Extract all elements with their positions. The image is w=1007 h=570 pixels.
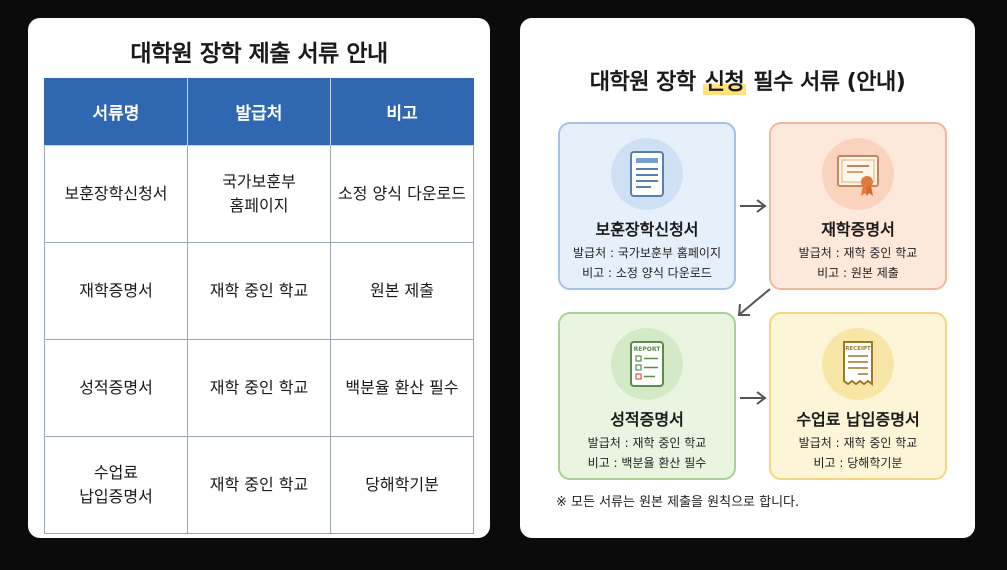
cell-document-name: 재학증명서 [44, 241, 188, 340]
card-remarks: 비고 : 원본 제출 [817, 266, 899, 280]
card-name: 수업료 납입증명서 [796, 410, 920, 429]
arrow-down-left-icon [737, 288, 771, 316]
footnote: ※ 모든 서류는 원본 제출을 원칙으로 합니다. [556, 495, 800, 510]
card-application-form: 보훈장학신청서 발급처 : 국가보훈부 홈페이지 비고 : 소정 양식 다운로드 [558, 122, 736, 290]
card-remarks: 비고 : 소정 양식 다운로드 [582, 266, 712, 280]
table-row: 성적증명서 재학 중인 학교 백분율 환산 필수 [44, 338, 474, 437]
card-remarks: 비고 : 당해학기분 [813, 456, 903, 470]
cell-document-name: 수업료 납입증명서 [44, 435, 188, 535]
cell-issuer: 재학 중인 학교 [187, 241, 331, 340]
receipt-icon: RECEIPT [822, 328, 894, 400]
cell-document-name: 성적증명서 [44, 338, 188, 437]
title-suffix: 필수 서류 (안내) [746, 70, 906, 95]
card-name: 보훈장학신청서 [595, 220, 699, 239]
card-name: 성적증명서 [610, 410, 684, 429]
svg-text:RECEIPT: RECEIPT [845, 346, 871, 352]
certificate-icon [822, 138, 894, 210]
card-transcript: REPORT 성적증명서 발급처 : 재학 중인 학교 비고 : 백분율 환산 … [558, 312, 736, 480]
document-table-panel: 대학원 장학 제출 서류 안내 서류명 발급처 비고 보훈장학신청서 국가보훈부… [28, 18, 490, 538]
header-remarks: 비고 [330, 78, 474, 146]
documents-table: 서류명 발급처 비고 보훈장학신청서 국가보훈부 홈페이지 소정 양식 다운로드… [44, 78, 474, 535]
header-document-name: 서류명 [44, 78, 188, 146]
card-remarks: 비고 : 백분율 환산 필수 [587, 456, 707, 470]
svg-text:REPORT: REPORT [634, 346, 662, 353]
infographic-title: 대학원 장학 신청 필수 서류 (안내) [520, 64, 975, 96]
table-row: 수업료 납입증명서 재학 중인 학교 당해학기분 [44, 435, 474, 535]
card-tuition-receipt: RECEIPT 수업료 납입증명서 발급처 : 재학 중인 학교 비고 : 당해… [769, 312, 947, 480]
cell-document-name: 보훈장학신청서 [44, 144, 188, 243]
arrow-right-icon [740, 391, 767, 405]
table-title: 대학원 장학 제출 서류 안내 [130, 41, 388, 67]
cell-issuer: 국가보훈부 홈페이지 [187, 144, 331, 243]
cell-issuer: 재학 중인 학교 [187, 435, 331, 535]
card-issuer: 발급처 : 재학 중인 학교 [798, 436, 918, 450]
header-issuer: 발급처 [187, 78, 331, 146]
card-enrollment-certificate: 재학증명서 발급처 : 재학 중인 학교 비고 : 원본 제출 [769, 122, 947, 290]
application-form-icon [611, 138, 683, 210]
title-prefix: 대학원 장학 [589, 70, 703, 95]
card-issuer: 발급처 : 국가보훈부 홈페이지 [573, 246, 721, 260]
card-issuer: 발급처 : 재학 중인 학교 [798, 246, 918, 260]
report-icon: REPORT [611, 328, 683, 400]
arrow-right-icon [740, 199, 767, 213]
cell-remarks: 당해학기분 [330, 435, 474, 535]
cell-remarks: 원본 제출 [330, 241, 474, 340]
cell-remarks: 소정 양식 다운로드 [330, 144, 474, 243]
cell-remarks: 백분율 환산 필수 [330, 338, 474, 437]
card-name: 재학증명서 [821, 220, 895, 239]
table-row: 재학증명서 재학 중인 학교 원본 제출 [44, 241, 474, 340]
table-row: 보훈장학신청서 국가보훈부 홈페이지 소정 양식 다운로드 [44, 144, 474, 243]
table-header-row: 서류명 발급처 비고 [44, 78, 474, 146]
infographic-panel: 대학원 장학 신청 필수 서류 (안내) 보훈장학신청서 발급처 : 국가보훈부… [520, 18, 975, 538]
cell-issuer: 재학 중인 학교 [187, 338, 331, 437]
card-issuer: 발급처 : 재학 중인 학교 [587, 436, 707, 450]
title-highlight: 신청 [702, 70, 747, 95]
